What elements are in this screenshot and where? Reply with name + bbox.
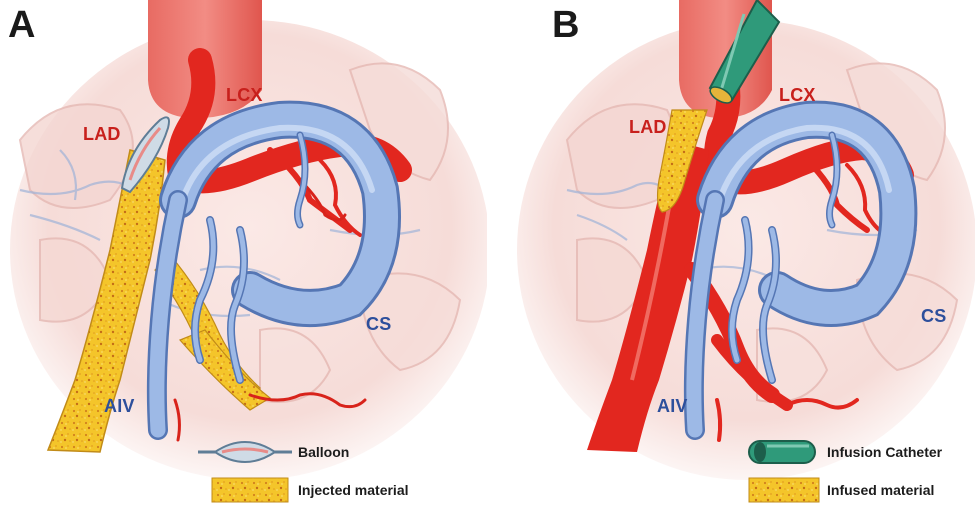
panel-b: B LCX LAD CS AIV Infusion Catheter Infus… <box>487 0 975 508</box>
legend-injected-swatch <box>212 478 288 502</box>
panel-letter: B <box>552 4 579 47</box>
panel-a: A LCX LAD CS AIV Balloon Injected materi… <box>0 0 488 508</box>
legend-catheter-icon <box>749 441 815 463</box>
label-aiv: AIV <box>104 396 135 417</box>
legend-balloon-text: Balloon <box>298 444 349 460</box>
diagram-a <box>0 0 488 508</box>
label-lad: LAD <box>629 117 667 138</box>
diagram-b <box>487 0 975 508</box>
label-aiv: AIV <box>657 396 688 417</box>
legend-catheter-text: Infusion Catheter <box>827 444 942 460</box>
panel-letter: A <box>8 4 35 47</box>
legend-infused-text: Infused material <box>827 482 934 498</box>
label-lad: LAD <box>83 124 121 145</box>
label-lcx: LCX <box>779 85 816 106</box>
label-lcx: LCX <box>226 85 263 106</box>
legend-injected-text: Injected material <box>298 482 409 498</box>
label-cs: CS <box>366 314 391 335</box>
label-cs: CS <box>921 306 946 327</box>
legend-infused-swatch <box>749 478 819 502</box>
